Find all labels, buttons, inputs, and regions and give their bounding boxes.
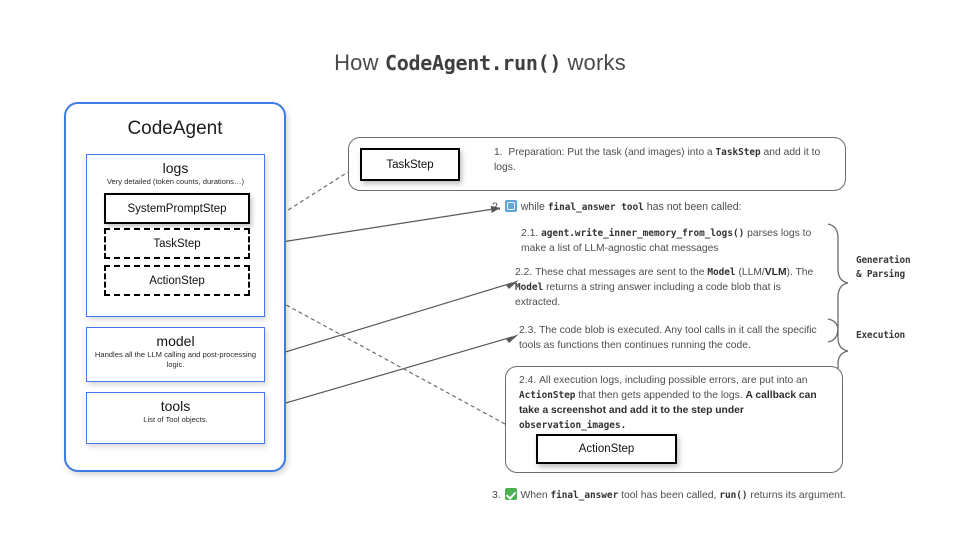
codeagent-title: CodeAgent [127, 118, 223, 139]
model-subtitle: Handles all the LLM calling and post-pro… [94, 350, 257, 370]
step23-text: 2.3. The code blob is executed. Any tool… [519, 324, 831, 354]
tools-subtitle: List of Tool objects. [143, 415, 208, 425]
step3-number: 3. [492, 490, 501, 501]
step22-text: 2.2. These chat messages are sent to the… [515, 266, 815, 311]
step24-code-observation-images: observation_images. [519, 419, 627, 431]
step2-text-a: while [520, 201, 548, 213]
step21-text-a: parses logs to make a list of LLM-agnost… [521, 228, 812, 254]
step22-code-model-2: Model [515, 281, 544, 293]
step1-number: 1. [494, 147, 503, 158]
step21-code-write-inner-memory: agent.write_inner_memory_from_logs() [541, 228, 745, 239]
step23-text-a: The code blob is executed. Any tool call… [519, 325, 817, 351]
step21-text: 2.1. agent.write_inner_memory_from_logs(… [521, 227, 826, 257]
title-prefix: How [334, 50, 386, 75]
step2-header: 2. while final_answer tool has not been … [492, 200, 852, 215]
step3-text-c: returns its argument. [747, 490, 846, 501]
step24-number: 2.4. [519, 375, 537, 386]
step24-bold-callback: A callback can take a screenshot and add… [519, 389, 817, 416]
step1-text: 1. Preparation: Put the task (and images… [494, 146, 834, 176]
step3-code-run: run() [719, 490, 748, 501]
step1-code-taskstep: TaskStep [715, 147, 761, 158]
step3-text-a: When [520, 490, 551, 501]
green-check-icon [504, 488, 517, 500]
page-title: How CodeAgent.run() works [0, 50, 960, 76]
bracket-label-generation-line2: & Parsing [856, 268, 905, 280]
logs-box: logs Very detailed (token counts, durati… [86, 154, 265, 317]
codeagent-panel: CodeAgent logs Very detailed (token coun… [64, 102, 286, 472]
step22-text-b: (LLM/ [735, 267, 765, 278]
logs-subtitle: Very detailed (token counts, durations…) [106, 177, 245, 187]
step3-text-b: tool has been called, [618, 490, 720, 501]
tools-title: tools [160, 398, 191, 414]
step3-text: 3. When final_answer tool has been calle… [492, 488, 922, 503]
step1-text-b: and add it to logs. [494, 147, 821, 173]
bracket-label-generation-line1: Generation [856, 255, 911, 266]
step22-code-model-1: Model [707, 267, 736, 278]
step1-text-a: Preparation: Put the task (and images) i… [508, 147, 716, 158]
log-step-systempromptstep[interactable]: SystemPromptStep [104, 193, 250, 224]
step22-number: 2.2. [515, 267, 533, 278]
step24-code-actionstep: ActionStep [519, 389, 576, 401]
step24-text-a: All execution logs, including possible e… [539, 375, 808, 386]
step2-number: 2. [492, 201, 501, 213]
logs-title: logs [162, 160, 189, 176]
step2-text-b: has not been called: [643, 201, 742, 213]
log-step-taskstep[interactable]: TaskStep [104, 228, 250, 259]
bracket-label-generation: Generation & Parsing [856, 254, 911, 281]
step22-text-a: These chat messages are sent to the [535, 267, 708, 278]
step22-text-d: returns a string answer including a code… [515, 281, 781, 308]
step2-code-final-answer-tool: final_answer tool [547, 202, 644, 213]
step23-number: 2.3. [519, 325, 537, 336]
bracket-label-execution: Execution [856, 330, 905, 341]
title-code: CodeAgent.run() [385, 51, 562, 75]
title-suffix: works [561, 50, 626, 75]
actionstep-node[interactable]: ActionStep [536, 434, 677, 464]
step3-code-final-answer: final_answer [550, 490, 619, 501]
step24-text: 2.4. All execution logs, including possi… [519, 374, 829, 434]
log-step-actionstep[interactable]: ActionStep [104, 265, 250, 296]
repeat-loop-icon [504, 200, 517, 212]
taskstep-node[interactable]: TaskStep [360, 148, 460, 181]
step22-bold-vlm: VLM [764, 267, 787, 278]
step24-text-b: that then gets appended to the logs. [575, 389, 746, 401]
model-box: model Handles all the LLM calling and po… [86, 327, 265, 382]
step22-text-c: ). The [786, 267, 814, 278]
model-title: model [156, 333, 195, 349]
step21-number: 2.1. [521, 228, 539, 239]
tools-box: tools List of Tool objects. [86, 392, 265, 444]
